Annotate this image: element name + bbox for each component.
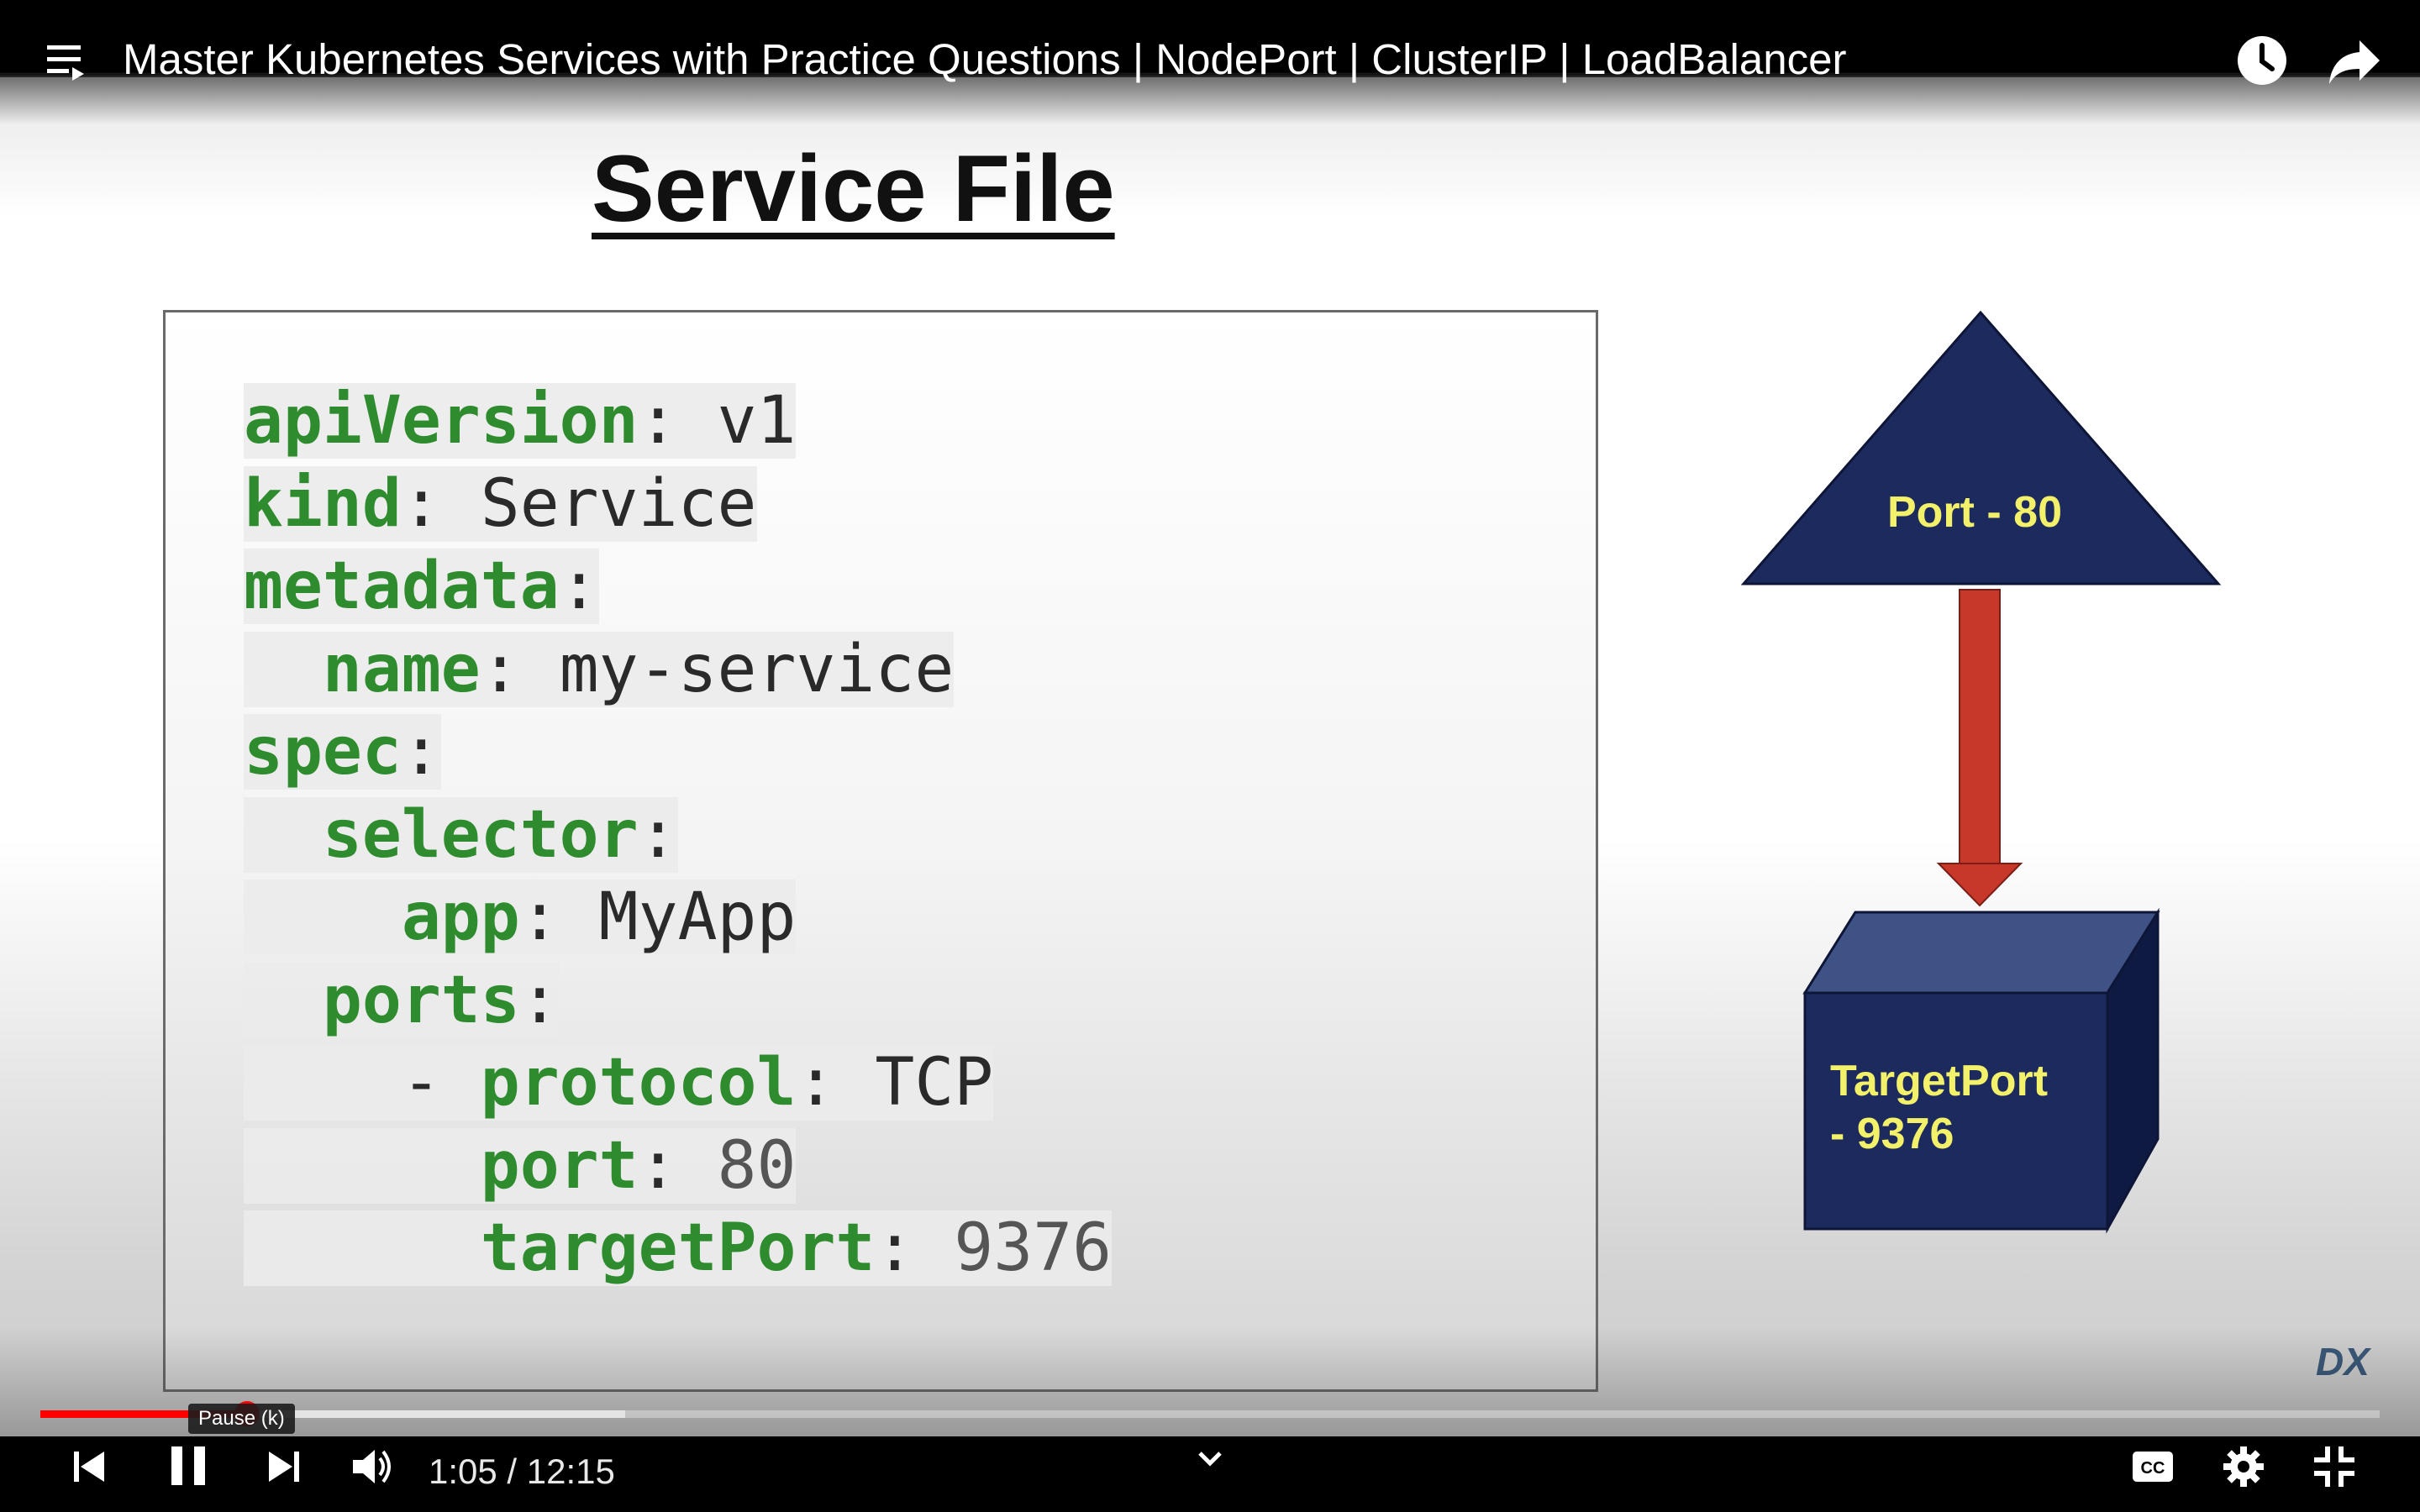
target-port-label: TargetPort - 9376 [1830, 1057, 2049, 1158]
yaml-key: selector [322, 796, 639, 873]
yaml-key: spec [244, 714, 402, 790]
double-arrow [1936, 589, 2023, 907]
previous-icon[interactable] [71, 1448, 108, 1485]
yaml-key: port [480, 1127, 639, 1204]
exit-fullscreen-icon[interactable] [2312, 1445, 2356, 1488]
gear-icon[interactable] [2222, 1445, 2265, 1488]
service-port-diagram [1740, 310, 2222, 1234]
playlist-icon[interactable] [45, 39, 86, 87]
svg-text:CC: CC [2141, 1459, 2165, 1478]
control-bar [0, 1436, 2420, 1512]
yaml-key: metadata [244, 549, 560, 624]
yaml-value: Service [480, 465, 757, 542]
code-line: targetPort: 9376 [244, 1207, 1113, 1290]
video-title[interactable]: Master Kubernetes Services with Practice… [123, 35, 1847, 83]
yaml-value: v1 [717, 383, 797, 459]
yaml-key: protocol [480, 1045, 797, 1121]
code-line: ports: [244, 959, 1112, 1042]
progress-played [40, 1410, 248, 1418]
yaml-value: MyApp [598, 879, 797, 955]
yaml-value: 80 [717, 1127, 797, 1204]
code-line: - protocol: TCP [244, 1045, 994, 1121]
progress-buffered [40, 1410, 625, 1418]
code-line: selector: [244, 794, 1112, 877]
tooltip: Pause (k) [188, 1404, 295, 1434]
yaml-key: kind [244, 465, 402, 542]
channel-logo: DX [2316, 1339, 2370, 1384]
code-line: port: 80 [244, 1125, 1112, 1208]
slide-title: Service File [592, 136, 1115, 241]
progress-bar[interactable] [40, 1401, 2380, 1426]
code-line: name: my-service [244, 628, 1112, 711]
code-line: spec: [244, 714, 441, 790]
yaml-key: name [322, 631, 481, 707]
top-bar [0, 0, 2420, 77]
yaml-value: TCP [875, 1045, 994, 1121]
yaml-key: app [401, 879, 520, 955]
port-label: Port - 80 [1886, 488, 2063, 537]
yaml-value: 9376 [954, 1210, 1113, 1286]
share-icon[interactable] [2328, 37, 2381, 86]
yaml-key: targetPort [480, 1210, 876, 1286]
port-triangle [1740, 310, 2222, 585]
yaml-key: ports [322, 962, 520, 1038]
code-line: metadata: [244, 549, 599, 624]
clock-icon[interactable] [2235, 34, 2289, 87]
time-display: 1:05 / 12:15 [429, 1452, 615, 1491]
yaml-key: apiVersion [244, 383, 639, 459]
bottom-gradient [0, 1327, 2420, 1436]
code-line: app: MyApp [244, 876, 1112, 959]
top-gradient [0, 74, 2420, 124]
volume-icon[interactable] [351, 1446, 395, 1487]
chevron-down-icon[interactable] [1197, 1450, 1223, 1468]
pause-icon[interactable] [168, 1445, 208, 1487]
code-line: kind: Service [244, 465, 757, 542]
next-icon[interactable] [266, 1448, 302, 1485]
code-line: apiVersion: v1 [244, 383, 797, 459]
target-port-cube [1802, 907, 2160, 1234]
yaml-value: my-service [559, 631, 955, 707]
captions-icon[interactable]: CC [2131, 1450, 2175, 1483]
